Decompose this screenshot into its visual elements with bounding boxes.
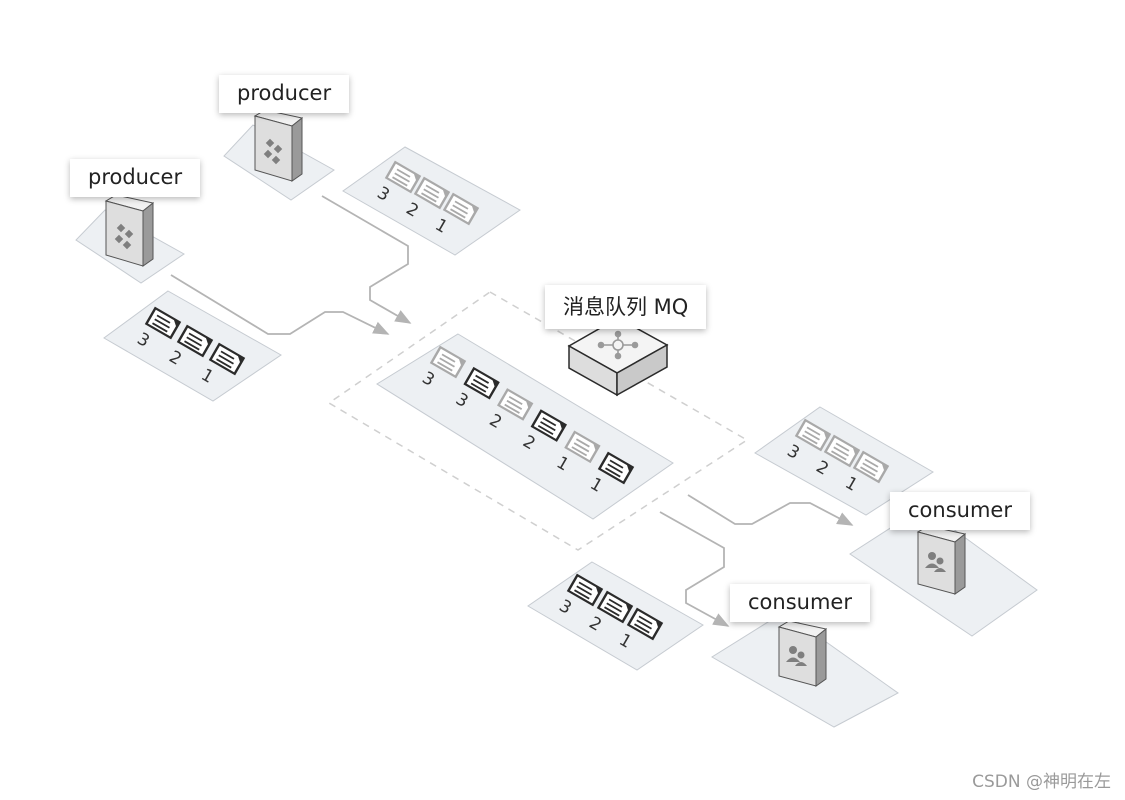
message-document-icon bbox=[144, 306, 182, 340]
message-document-icon bbox=[596, 590, 634, 624]
flow-arrow-consumer-2 bbox=[659, 511, 730, 627]
message-document-icon bbox=[852, 450, 890, 484]
message-document-icon bbox=[429, 345, 467, 379]
consumer-1-label: consumer bbox=[890, 492, 1030, 530]
flow-arrow-producer-1 bbox=[170, 274, 390, 335]
consumer-1-server-icon bbox=[916, 525, 967, 595]
consumer-2-messages: 321 bbox=[556, 573, 664, 653]
message-document-icon bbox=[564, 430, 601, 464]
mq-region bbox=[327, 291, 749, 551]
message-document-icon bbox=[463, 366, 500, 400]
watermark: CSDN @神明在左 bbox=[972, 772, 1111, 792]
message-document-icon bbox=[597, 451, 635, 485]
consumer-2-label: consumer bbox=[730, 584, 870, 622]
producer-1-messages: 321 bbox=[134, 306, 246, 388]
message-document-icon bbox=[530, 409, 568, 442]
consumer-2-server-icon bbox=[777, 620, 828, 687]
message-document-icon bbox=[496, 388, 534, 421]
message-document-icon bbox=[442, 192, 480, 226]
producer-2-label: producer bbox=[219, 75, 350, 113]
mq-label: 消息队列 MQ bbox=[545, 285, 707, 329]
message-document-icon bbox=[384, 160, 422, 194]
producer-1-label: producer bbox=[70, 159, 201, 197]
message-document-icon bbox=[176, 324, 214, 358]
flow-arrow-producer-2 bbox=[321, 195, 412, 324]
message-document-icon bbox=[208, 342, 246, 376]
queue-message-tray bbox=[376, 333, 674, 520]
message-document-icon bbox=[823, 434, 861, 468]
message-document-icon bbox=[413, 176, 451, 210]
message-document-icon bbox=[626, 607, 664, 641]
mq-box-icon bbox=[567, 317, 669, 397]
flow-arrow-consumer-1 bbox=[687, 494, 854, 526]
message-document-icon bbox=[794, 418, 832, 452]
producer-2-server-icon bbox=[253, 109, 304, 182]
message-document-icon bbox=[566, 573, 604, 607]
producer-1-server-icon bbox=[104, 194, 155, 267]
